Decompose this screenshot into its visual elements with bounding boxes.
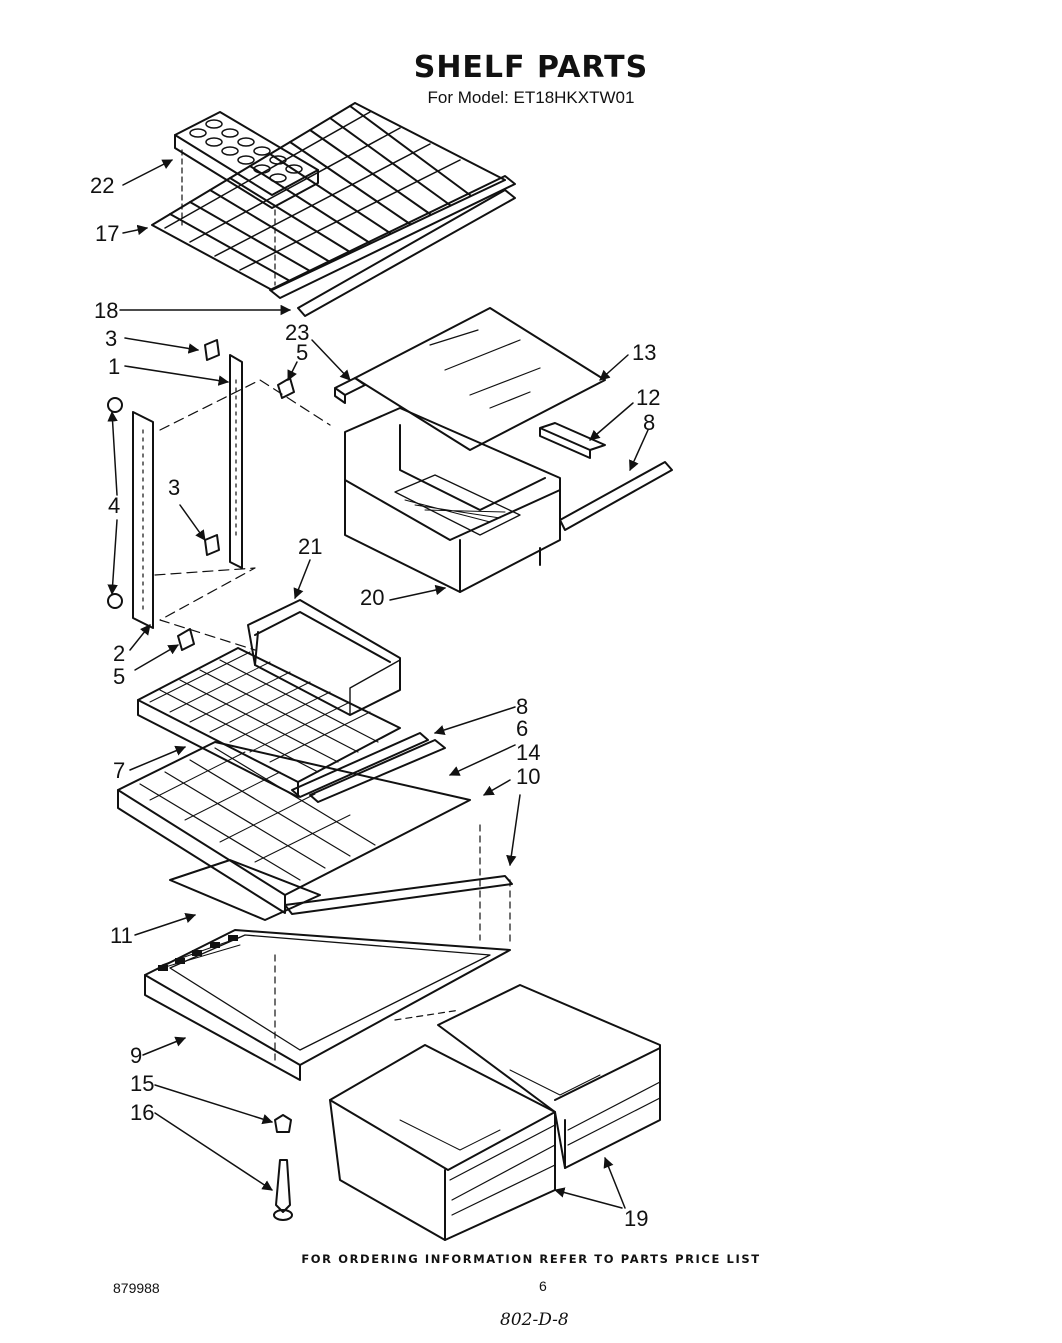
handwritten-note: 802-D-8: [500, 1310, 569, 1330]
shelf-trim: [309, 739, 446, 803]
shelf-support-rail-front: [132, 411, 154, 629]
drawer-adjuster: [273, 1114, 293, 1221]
shelf-front-rail: [269, 175, 516, 317]
callout-3: 3: [105, 326, 117, 351]
shelf-frame-bracket: [334, 377, 606, 459]
slide-out-shelf: [137, 647, 401, 798]
callout-6: 6: [516, 716, 528, 741]
page-title: SHELF PARTS: [413, 50, 649, 85]
callout-8: 8: [643, 410, 655, 435]
crisper-cover: [169, 859, 321, 921]
callout-labels: 22 17 18 23 3 5 1 13 12 8 4 3 21 20 2 5 …: [90, 173, 660, 1231]
support-clip: [107, 339, 295, 651]
callout-19: 19: [624, 1206, 648, 1231]
crisper-drawer-right: [437, 984, 661, 1169]
crisper-frame: [144, 929, 511, 1081]
shelf-basket: [247, 599, 401, 716]
callout-15: 15: [130, 1071, 154, 1096]
callout-5: 5: [296, 340, 308, 365]
callout-12: 12: [636, 385, 660, 410]
meat-drawer: [344, 407, 561, 593]
callout-7: 7: [113, 758, 125, 783]
callout-11: 11: [110, 923, 133, 948]
callout-10: 10: [516, 764, 540, 789]
shelf-trim: [284, 875, 513, 915]
page-number: 6: [539, 1278, 547, 1294]
ordering-note: FOR ORDERING INFORMATION REFER TO PARTS …: [301, 1252, 761, 1266]
callout-5: 5: [113, 664, 125, 689]
callout-22: 22: [90, 173, 114, 198]
leader-lines: [107, 159, 649, 1209]
callout-2: 2: [113, 641, 125, 666]
callout-4: 4: [108, 493, 120, 518]
callout-13: 13: [632, 340, 656, 365]
model-subtitle: For Model: ET18HKXTW01: [427, 88, 635, 107]
ice-tray: [174, 111, 319, 286]
callout-16: 16: [130, 1100, 154, 1125]
freezer-wire-shelf: [151, 102, 506, 291]
callout-17: 17: [95, 221, 119, 246]
callout-8: 8: [516, 694, 528, 719]
callout-14: 14: [516, 740, 540, 765]
callout-3: 3: [168, 475, 180, 500]
shelf-trim: [291, 732, 429, 798]
dash-guide: [274, 824, 511, 1061]
callout-9: 9: [130, 1043, 142, 1068]
dash-guide: [154, 379, 331, 651]
callout-23: 23: [285, 320, 309, 345]
crisper-drawer-left: [329, 1044, 556, 1241]
callout-20: 20: [360, 585, 384, 610]
callout-18: 18: [94, 298, 118, 323]
callout-1: 1: [108, 354, 120, 379]
callout-21: 21: [298, 534, 322, 559]
document-number: 879988: [113, 1280, 160, 1296]
shelf-support-rail-rear: [229, 354, 243, 569]
drawer-rail: [559, 461, 673, 531]
